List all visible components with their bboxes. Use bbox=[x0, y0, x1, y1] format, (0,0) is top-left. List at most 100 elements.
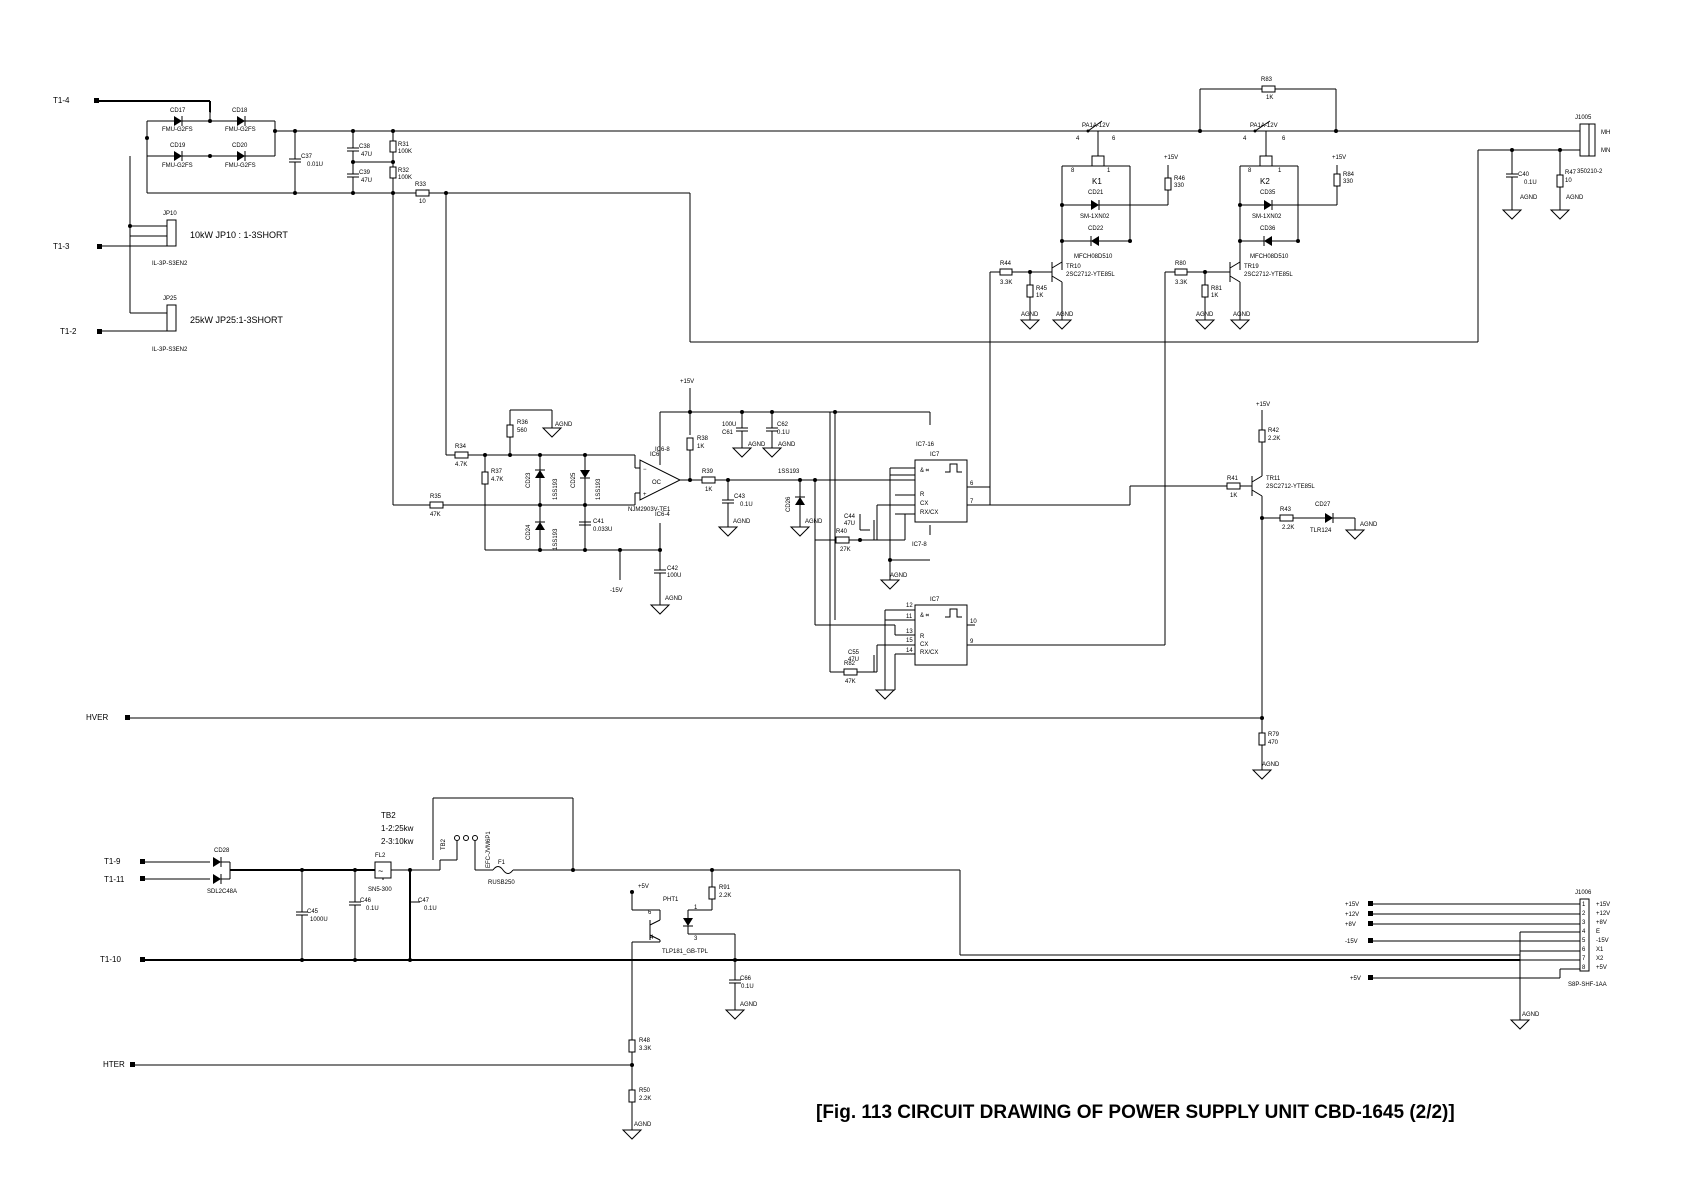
svg-text:+8V: +8V bbox=[1345, 922, 1356, 928]
svg-text:C66: C66 bbox=[740, 976, 752, 982]
relay-k1: PA1A-12V 4 6 8 1 K1 CD21 SM-1XN02 CD22 M… bbox=[989, 120, 1186, 505]
svg-text:+8V: +8V bbox=[1596, 920, 1607, 926]
svg-text:+12V: +12V bbox=[1345, 912, 1359, 918]
svg-text:6: 6 bbox=[1582, 947, 1586, 953]
svg-text:+12V: +12V bbox=[1596, 911, 1610, 917]
comparator-section: AGND R36 560 R34 4.7K R35 47K R37 4.7K C… bbox=[393, 379, 930, 615]
svg-text:AGND: AGND bbox=[555, 422, 573, 428]
svg-text:1: 1 bbox=[1107, 168, 1111, 174]
svg-text:AGND: AGND bbox=[1522, 1012, 1540, 1018]
svg-text:0.1U: 0.1U bbox=[424, 906, 437, 912]
svg-text:T1-11: T1-11 bbox=[104, 875, 125, 884]
svg-text:IC7-8: IC7-8 bbox=[912, 542, 927, 548]
svg-text:T1-10: T1-10 bbox=[100, 955, 121, 964]
svg-text:C37: C37 bbox=[301, 154, 313, 160]
svg-text:10: 10 bbox=[1565, 178, 1572, 184]
svg-text:2SC2712-YTE85L: 2SC2712-YTE85L bbox=[1066, 272, 1115, 278]
svg-text:1K: 1K bbox=[1230, 493, 1237, 499]
svg-text:1K: 1K bbox=[1036, 293, 1043, 299]
svg-text:4: 4 bbox=[1582, 929, 1586, 935]
svg-text:CD23: CD23 bbox=[526, 472, 532, 488]
relay-k2: PA1A-12V 4 6 8 1 K2 CD35 SM-1XN02 CD36 M… bbox=[1164, 120, 1355, 645]
svg-text:9: 9 bbox=[970, 639, 974, 645]
svg-text:1-2:25kw: 1-2:25kw bbox=[381, 824, 414, 833]
svg-text:C41: C41 bbox=[593, 519, 605, 525]
svg-text:3.3K: 3.3K bbox=[639, 1046, 651, 1052]
svg-text:C42: C42 bbox=[667, 566, 679, 572]
figure-title: [Fig. 113 CIRCUIT DRAWING OF POWER SUPPL… bbox=[816, 1102, 1455, 1123]
svg-text:FMU-G2FS: FMU-G2FS bbox=[225, 127, 256, 133]
svg-text:S8P-SHF-1AA: S8P-SHF-1AA bbox=[1568, 982, 1607, 988]
svg-text:C46: C46 bbox=[360, 898, 372, 904]
svg-text:560: 560 bbox=[517, 428, 528, 434]
svg-text:JP10: JP10 bbox=[163, 211, 177, 217]
svg-text:FMU-G2FS: FMU-G2FS bbox=[162, 127, 193, 133]
svg-text:−: − bbox=[643, 467, 647, 473]
ic7-monostables: IC7-16 IC7 & ⌗ R CX RX/CX 6 7 IC7-8 AGND… bbox=[813, 410, 1225, 700]
svg-text:RX/CX: RX/CX bbox=[920, 510, 938, 516]
svg-text:C61: C61 bbox=[722, 430, 734, 436]
svg-text:CD28: CD28 bbox=[214, 848, 230, 854]
svg-text:MFCH08D510: MFCH08D510 bbox=[1250, 254, 1289, 260]
svg-text:R36: R36 bbox=[517, 420, 529, 426]
svg-text:SM-1XN02: SM-1XN02 bbox=[1080, 214, 1110, 220]
svg-text:8: 8 bbox=[1248, 168, 1252, 174]
svg-text:RX/CX: RX/CX bbox=[920, 650, 938, 656]
svg-text:R45: R45 bbox=[1036, 286, 1048, 292]
svg-text:6: 6 bbox=[1112, 136, 1116, 142]
svg-text:AGND: AGND bbox=[1233, 312, 1251, 318]
svg-text:K2: K2 bbox=[1260, 177, 1270, 186]
svg-text:FMU-G2FS: FMU-G2FS bbox=[225, 163, 256, 169]
svg-text:0.1U: 0.1U bbox=[740, 502, 753, 508]
svg-text:3.3K: 3.3K bbox=[1175, 280, 1187, 286]
svg-text:+15V: +15V bbox=[1164, 155, 1178, 161]
svg-text:7: 7 bbox=[1582, 956, 1586, 962]
svg-text:47K: 47K bbox=[430, 512, 441, 518]
top-rail: T1-4 bbox=[53, 96, 1580, 132]
svg-text:2.2K: 2.2K bbox=[639, 1096, 651, 1102]
diode-icon bbox=[237, 116, 245, 126]
svg-text:TB2: TB2 bbox=[381, 811, 396, 820]
svg-text:R40: R40 bbox=[836, 529, 848, 535]
svg-text:CD27: CD27 bbox=[1315, 502, 1331, 508]
svg-text:11: 11 bbox=[906, 614, 913, 620]
svg-text:AGND: AGND bbox=[733, 519, 751, 525]
svg-text:4: 4 bbox=[650, 935, 654, 941]
svg-text:R41: R41 bbox=[1227, 476, 1239, 482]
svg-text:K1: K1 bbox=[1092, 177, 1102, 186]
svg-text:R91: R91 bbox=[719, 885, 731, 891]
bridge-rectifier: CD17 FMU-G2FS CD18 FMU-G2FS CD19 FMU-G2F… bbox=[145, 101, 277, 169]
svg-text:+15V: +15V bbox=[1256, 402, 1270, 408]
svg-text:0.1U: 0.1U bbox=[741, 984, 754, 990]
svg-text:SM-1XN02: SM-1XN02 bbox=[1252, 214, 1282, 220]
svg-text:FL2: FL2 bbox=[375, 853, 386, 859]
svg-text:TR11: TR11 bbox=[1266, 476, 1281, 482]
svg-text:350210-2: 350210-2 bbox=[1577, 169, 1603, 175]
svg-text:0.1U: 0.1U bbox=[1524, 180, 1537, 186]
svg-text:T1-2: T1-2 bbox=[60, 327, 77, 336]
svg-text:2: 2 bbox=[1582, 911, 1586, 917]
svg-text:HTER: HTER bbox=[103, 1060, 125, 1069]
svg-text:MFCH08D510: MFCH08D510 bbox=[1074, 254, 1113, 260]
svg-text:R46: R46 bbox=[1174, 176, 1186, 182]
svg-text:R: R bbox=[920, 634, 925, 640]
svg-text:R80: R80 bbox=[1175, 261, 1187, 267]
opamp-icon bbox=[639, 459, 682, 501]
svg-text:CD19: CD19 bbox=[170, 143, 186, 149]
svg-text:1K: 1K bbox=[1266, 95, 1273, 101]
svg-text:1SS193: 1SS193 bbox=[553, 478, 559, 500]
return-rail: C37 0.01U C38 47U C39 47U R31 100K R32 1… bbox=[146, 129, 1580, 505]
svg-text:JP25: JP25 bbox=[163, 296, 177, 302]
svg-text:AGND: AGND bbox=[1566, 195, 1584, 201]
svg-text:AGND: AGND bbox=[778, 442, 796, 448]
svg-text:C62: C62 bbox=[777, 422, 789, 428]
svg-text:4.7K: 4.7K bbox=[455, 462, 467, 468]
svg-text:-15V: -15V bbox=[1345, 939, 1358, 945]
svg-text:2SC2712-YTE85L: 2SC2712-YTE85L bbox=[1266, 484, 1315, 490]
svg-text:100K: 100K bbox=[398, 175, 412, 181]
svg-text:R: R bbox=[920, 492, 925, 498]
svg-text:+15V: +15V bbox=[1596, 902, 1610, 908]
svg-text:IC7: IC7 bbox=[930, 597, 940, 603]
svg-text:R83: R83 bbox=[1261, 77, 1273, 83]
